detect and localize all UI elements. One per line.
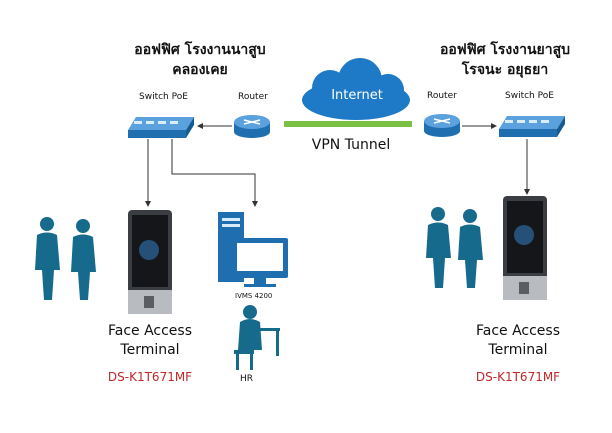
left-terminal-model: DS-K1T671MF <box>107 370 193 384</box>
right-terminal-label: Face Access Terminal <box>458 322 578 360</box>
left-switch-label: Switch PoE <box>139 92 188 102</box>
right-site-title-line2: โรจนะ อยุธยา <box>461 62 549 78</box>
right-people-icon <box>426 207 483 288</box>
right-terminal-label-line2: Terminal <box>488 342 548 358</box>
vpn-tunnel-label: VPN Tunnel <box>311 137 391 153</box>
internet-label: Internet <box>331 88 383 103</box>
right-router-label: Router <box>427 91 457 101</box>
left-site-title-line2: คลองเคย <box>172 62 228 78</box>
right-switch-icon <box>499 116 565 137</box>
left-people-icon <box>35 217 96 300</box>
right-switch-label: Switch PoE <box>505 91 554 101</box>
right-site-title: ออฟฟิศ โรงงานยาสูบ โรจนะ อยุธยา <box>420 40 590 80</box>
left-router-label: Router <box>238 92 268 102</box>
left-router-icon <box>234 115 270 138</box>
left-site-title: ออฟฟิศ โรงงานนาสูบ คลองเคย <box>120 40 280 80</box>
right-terminal-model: DS-K1T671MF <box>475 370 561 384</box>
left-terminal-label: Face Access Terminal <box>90 322 210 360</box>
left-terminal-label-line2: Terminal <box>120 342 180 358</box>
left-terminal-label-line1: Face Access <box>107 323 193 339</box>
connection-lines <box>145 123 530 207</box>
ivms-server-computer-icon <box>218 212 288 287</box>
hr-label: HR <box>240 374 254 384</box>
left-site-title-line1: ออฟฟิศ โรงงานนาสูบ <box>134 42 266 58</box>
vpn-tunnel-bar <box>284 121 412 127</box>
left-face-terminal-icon <box>128 210 172 314</box>
internet-cloud-icon <box>302 58 410 120</box>
right-face-terminal-icon <box>503 196 547 300</box>
right-router-icon <box>424 114 460 137</box>
hr-worker-icon <box>234 305 280 370</box>
right-site-title-line1: ออฟฟิศ โรงงานยาสูบ <box>439 42 571 58</box>
ivms-label: IVMS 4200 <box>235 292 273 300</box>
right-terminal-label-line1: Face Access <box>475 323 561 339</box>
left-switch-icon <box>128 117 194 138</box>
